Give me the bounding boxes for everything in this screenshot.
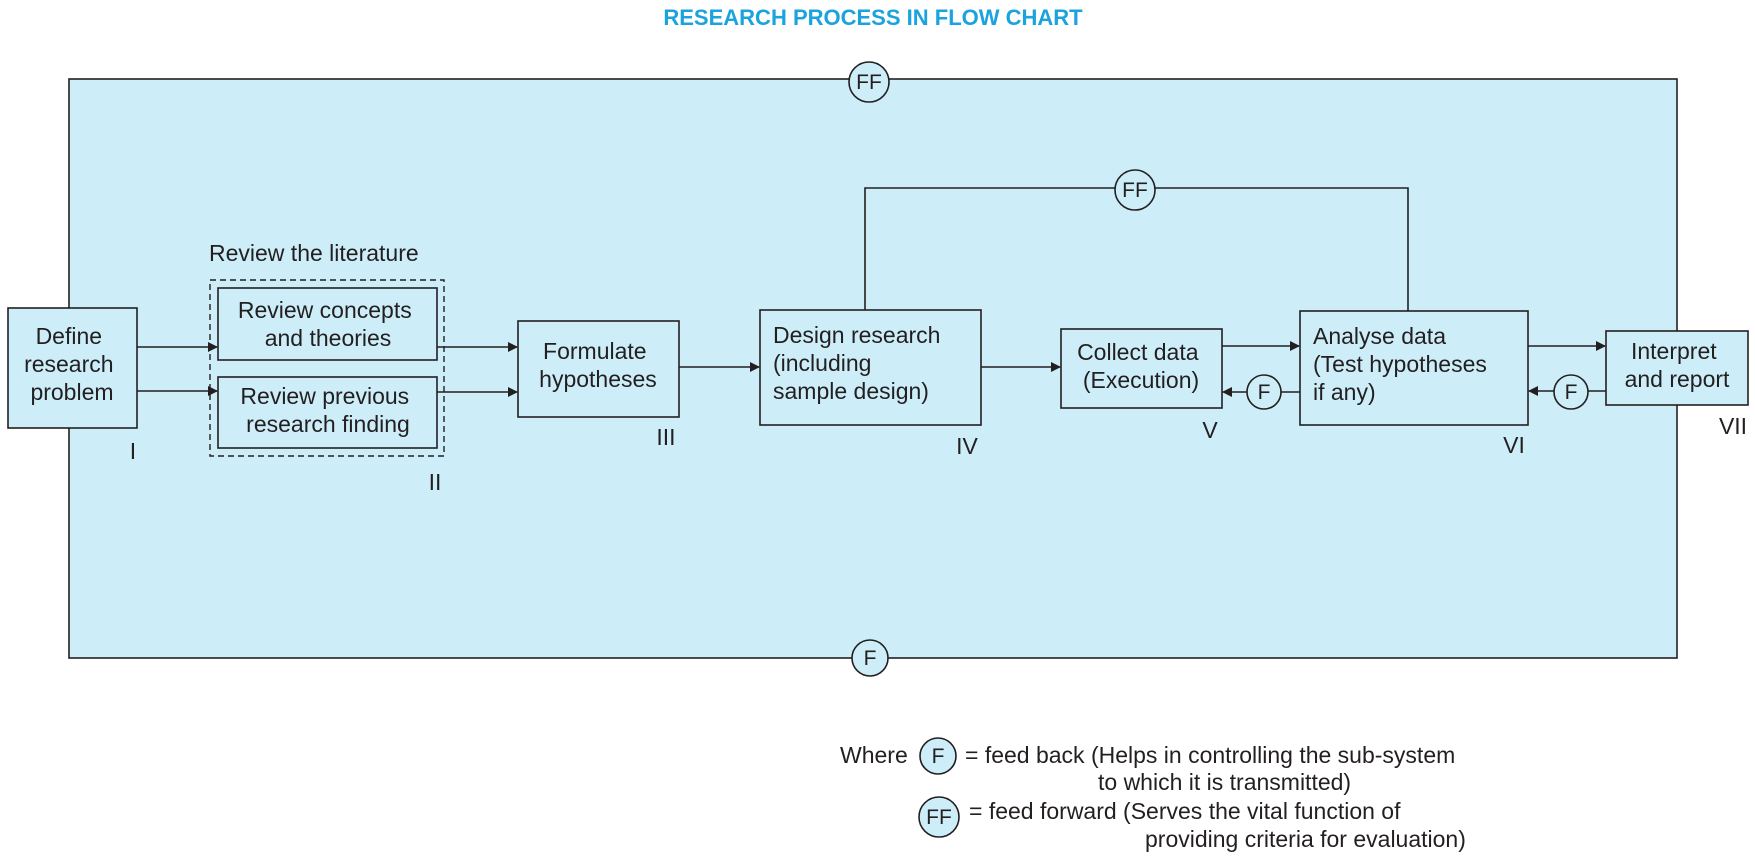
legend-where: Where (840, 742, 908, 768)
legend: Where F = feed back (Helps in controllin… (840, 737, 1466, 852)
formulate-text: Formulate hypotheses (539, 338, 657, 392)
numeral-iv: IV (956, 433, 978, 459)
step-design-research (759, 309, 982, 426)
interpret-text: Interpret and report (1625, 338, 1730, 392)
step-review-concepts (217, 287, 438, 361)
step-review-previous-findings (217, 376, 438, 449)
legend-feedforward-line2: providing criteria for evaluation) (1145, 826, 1466, 852)
legend-f-symbol: F (919, 737, 957, 775)
analyse-text: Analyse data (Test hypotheses if any) (1313, 323, 1493, 405)
feedback-node-analyse: F (1553, 374, 1589, 410)
step-collect-data (1060, 328, 1223, 409)
design-text: Design research (including sample design… (773, 322, 947, 404)
diagram-title: RESEARCH PROCESS IN FLOW CHART (663, 5, 1083, 30)
f-symbol: F (1565, 381, 1578, 404)
collect-text: Collect data (Execution) (1077, 339, 1205, 393)
legend-feedback-line2: to which it is transmitted) (1098, 769, 1351, 795)
feedback-node-collect: F (1246, 374, 1282, 410)
step-define-research-problem (7, 307, 138, 429)
ff-symbol: FF (1122, 179, 1148, 202)
feed-forward-node-loop: FF (1114, 169, 1156, 211)
f-symbol: F (932, 745, 945, 768)
f-symbol: F (864, 647, 877, 670)
legend-feedforward-line1: = feed forward (Serves the vital functio… (969, 798, 1401, 824)
feed-forward-node-top: FF (848, 61, 890, 103)
numeral-ii: II (429, 469, 442, 495)
feedback-node-bottom: F (851, 639, 889, 677)
numeral-vi: VI (1503, 432, 1525, 458)
numeral-vii: VII (1719, 413, 1747, 439)
numeral-i: I (130, 438, 136, 464)
numeral-iii: III (656, 424, 675, 450)
ff-symbol: FF (856, 71, 882, 94)
step-formulate-hypotheses (517, 320, 680, 418)
step-interpret-and-report (1605, 330, 1749, 406)
step-analyse-data (1299, 310, 1529, 426)
previous-text: Review previous research finding (240, 383, 415, 437)
f-symbol: F (1258, 381, 1271, 404)
define-text: Define research problem (24, 323, 120, 405)
group-label-review-literature: Review the literature (209, 240, 419, 266)
legend-ff-symbol: FF (918, 796, 960, 838)
literature-review-group (209, 279, 445, 457)
numeral-v: V (1202, 417, 1218, 443)
legend-feedback-line1: = feed back (Helps in controlling the su… (965, 742, 1455, 768)
ff-symbol: FF (926, 806, 952, 829)
concepts-text: Review concepts and theories (238, 297, 418, 351)
